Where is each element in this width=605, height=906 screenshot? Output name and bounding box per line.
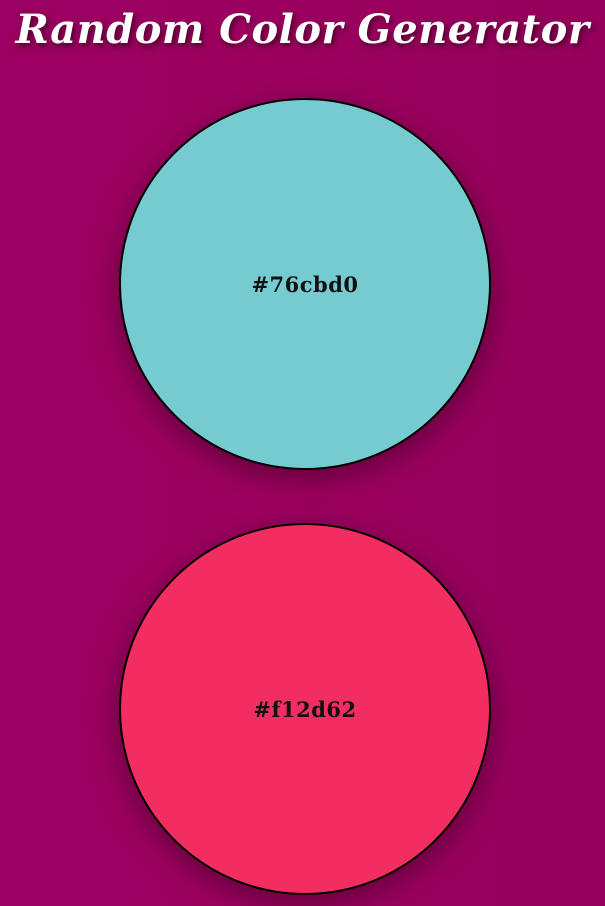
color-swatch-1[interactable]: #76cbd0 bbox=[119, 98, 491, 470]
color-swatch-2[interactable]: #f12d62 bbox=[119, 523, 491, 895]
color-hex-label-2: #f12d62 bbox=[253, 696, 357, 722]
color-hex-label-1: #76cbd0 bbox=[251, 271, 359, 297]
page-title: Random Color Generator bbox=[15, 6, 590, 53]
